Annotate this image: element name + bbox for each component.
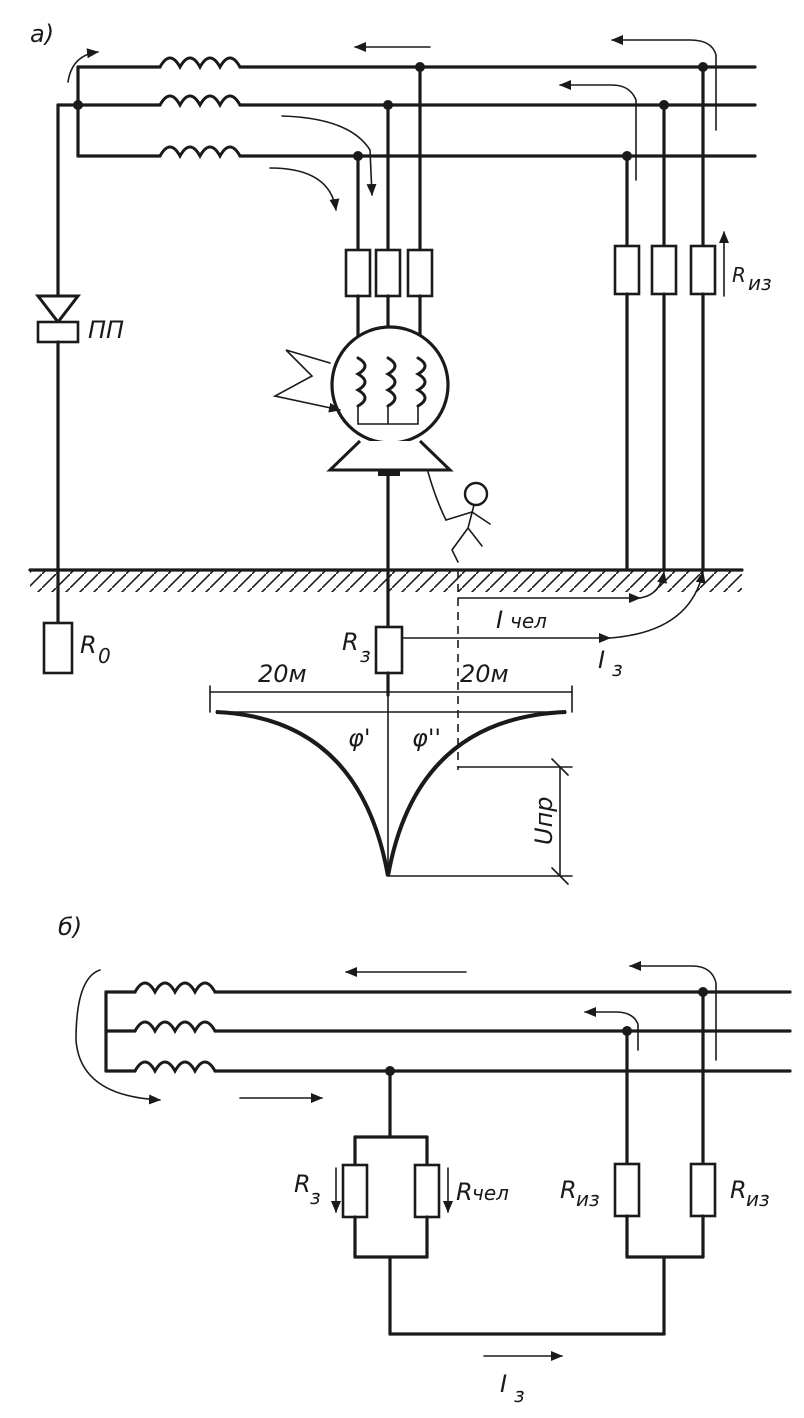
transformer-windings-b [133,981,217,1075]
iz-subscript-b: з [514,1383,525,1407]
potential-curve: 20м 20м φ' φ'' Uпр [209,660,573,885]
panel-b-label: б) [58,913,82,941]
phase-lines-b [104,990,792,1073]
iz-label-b: I [500,1370,507,1398]
rz-resistor-b [341,1163,369,1219]
rz-resistor [374,625,404,675]
r0-label: R [80,631,97,659]
neutral-branch: ПП R 0 [34,48,124,675]
pp-label: ПП [88,316,124,344]
current-arrows-a [269,35,717,211]
riz1-subscript: из [576,1187,600,1211]
ichel-label: I [496,606,503,634]
fuse-2 [374,248,402,298]
rz-label-b: R [294,1170,311,1198]
rchel-subscript: чел [472,1181,509,1205]
panel-a: а) ПП R 0 [28,20,772,885]
iz-subscript-a: з [612,657,623,681]
current-arrows-b [75,961,717,1105]
fault-branch: R з R чел [294,1066,509,1336]
upr-label: Uпр [530,797,558,846]
rz-subscript: з [360,643,371,667]
phase-lines-a [76,65,757,158]
transformer-windings-a [158,56,242,160]
riz-subscript: из [748,271,772,295]
breakdown-fuse-icon [34,294,82,325]
fuse-1 [344,248,372,298]
motor-feed [344,62,434,362]
phi1-label: φ' [348,724,370,752]
rz-label: R [342,628,359,656]
person-icon [427,471,491,563]
r0-subscript: 0 [98,644,111,668]
rz-subscript-b: з [310,1185,321,1209]
fault-lightning-icon [272,349,341,413]
fuse-3 [406,248,434,298]
riz1-label: R [560,1176,577,1204]
panel-a-label: а) [30,20,54,48]
breakdown-fuse-body [36,320,80,344]
panel-b: б) [58,913,792,1407]
rchel-resistor [413,1163,441,1219]
insulation-resistances-a: R из [613,62,772,572]
iz-label-a: I [598,646,605,674]
riz-resistor-2 [689,1162,717,1218]
riz2-subscript: из [746,1187,770,1211]
riz-label: R [732,263,746,287]
r0-resistor [42,621,74,675]
phi2-label: φ'' [412,724,441,752]
motor-icon [326,325,454,476]
dist-right-label: 20м [460,660,509,688]
riz2-label: R [730,1176,747,1204]
ground-currents: I чел I з [401,570,706,770]
insulation-resistances-b: R из R из [560,987,770,1336]
rchel-label: R [456,1178,473,1206]
dist-left-label: 20м [258,660,307,688]
ichel-subscript: чел [510,609,547,633]
ground-surface [28,568,744,592]
riz-resistor-1 [613,1162,641,1218]
